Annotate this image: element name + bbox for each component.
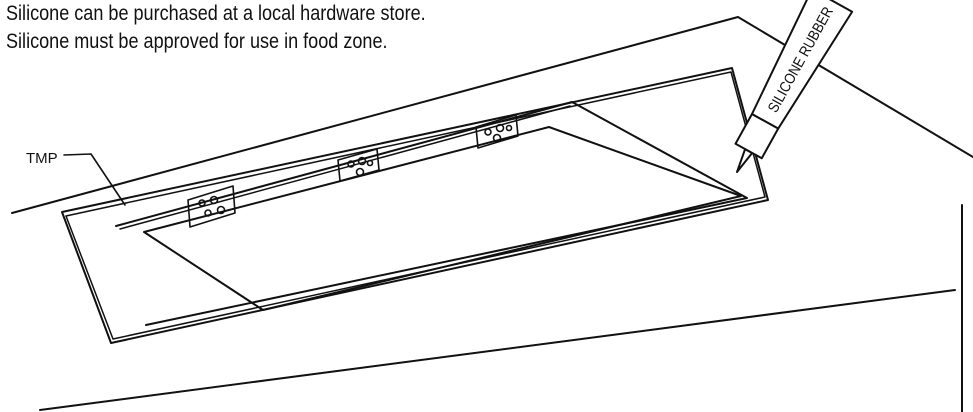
counter-top-back-edge: [11, 16, 973, 214]
silicone-tube: SILICONE RUBBER: [734, 0, 854, 173]
instruction-notes: Silicone can be purchased at a local har…: [6, 0, 608, 56]
counter-front-edge: [39, 289, 956, 411]
inner-flange-line: [119, 105, 571, 230]
tmp-leader: [63, 153, 126, 206]
mounting-clip-3: [475, 114, 519, 149]
silicone-bead: [65, 71, 766, 340]
note-purchase: Silicone can be purchased at a local har…: [6, 2, 426, 25]
outer-flange: [61, 67, 769, 344]
tmp-label: TMP: [26, 150, 58, 167]
inner-flange: [115, 101, 748, 326]
mounting-clip-2: [337, 148, 380, 182]
note-food-zone: Silicone must be approved for use in foo…: [6, 30, 388, 53]
mounting-clip-1: [187, 185, 236, 228]
pan-opening: [143, 126, 742, 311]
